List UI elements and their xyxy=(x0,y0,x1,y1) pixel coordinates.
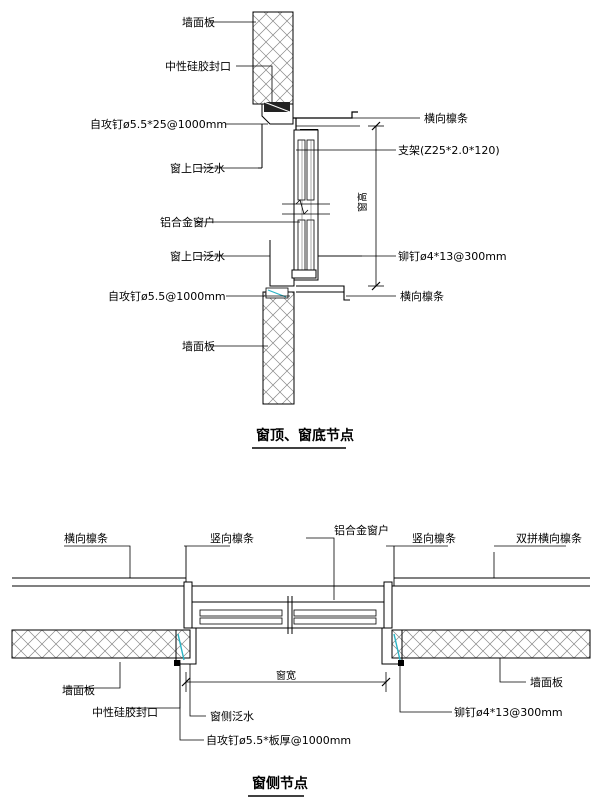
label-horizontal-purlin-left: 横向檩条 xyxy=(64,531,108,545)
purlin-lines xyxy=(12,546,590,587)
label-vertical-purlin-left: 竖向檩条 xyxy=(210,531,254,545)
label-self-tapping-screw-top: 自攻钉ø5.5*25@1000mm xyxy=(90,117,227,131)
aluminium-window-plan xyxy=(191,596,385,634)
label-double-horizontal-purlin: 双拼横向檩条 xyxy=(516,531,582,545)
label-horizontal-purlin-top: 横向檩条 xyxy=(424,111,468,125)
wall-panel-right xyxy=(391,629,591,659)
wall-panel-upper xyxy=(252,11,294,105)
label-neutral-silicone-seal-side: 中性硅胶封口 xyxy=(92,705,158,719)
label-window-head-flashing: 窗上口泛水 xyxy=(170,161,225,175)
top-detail: 窗高 墙面板 中性硅胶封口 自攻钉ø5.5*25@1000mm 窗上口泛水 横向… xyxy=(90,11,507,449)
top-leaders xyxy=(196,21,420,347)
label-horizontal-purlin-bottom: 横向檩条 xyxy=(400,289,444,303)
vertical-purlin-left-section xyxy=(183,581,193,629)
window-width-dimension: 窗宽 xyxy=(181,669,391,692)
horizontal-purlin-bottom xyxy=(296,285,350,301)
wall-panel-left xyxy=(11,629,191,659)
label-rivet: 铆钉ø4*13@300mm xyxy=(398,249,507,263)
label-aluminium-window: 铝合金窗户 xyxy=(160,215,215,229)
label-self-tapping-screw-bottom: 自攻钉ø5.5@1000mm xyxy=(108,289,226,303)
window-height-label: 窗高 xyxy=(356,192,369,212)
label-wall-panel-left: 墙面板 xyxy=(62,683,95,697)
label-neutral-silicone-seal: 中性硅胶封口 xyxy=(165,59,231,73)
aluminium-window-section xyxy=(282,129,330,281)
label-wall-panel-right: 墙面板 xyxy=(530,675,563,689)
vertical-purlin-right-section xyxy=(383,581,393,629)
window-height-dimension: 窗高 xyxy=(356,121,384,291)
side-leaders xyxy=(64,537,566,741)
label-vertical-purlin-right: 竖向檩条 xyxy=(412,531,456,545)
side-flashing-right xyxy=(381,628,403,665)
side-detail-title: 窗侧节点 xyxy=(252,775,308,792)
label-window-sill-flashing: 窗上口泛水 xyxy=(170,249,225,263)
side-detail: 窗宽 横向檩条 竖向檩条 铝合金窗户 竖向檩条 双拼横向檩条 墙面板 中性硅胶封… xyxy=(11,523,591,797)
wall-panel-lower xyxy=(262,291,295,405)
label-bracket: 支架(Z25*2.0*120) xyxy=(398,144,500,157)
label-rivet-side: 铆钉ø4*13@300mm xyxy=(454,705,563,719)
label-self-tapping-screw-side: 自攻钉ø5.5*板厚@1000mm xyxy=(206,733,351,747)
window-width-label: 窗宽 xyxy=(276,669,296,682)
head-flashing-block xyxy=(258,101,294,169)
label-aluminium-window-side: 铝合金窗户 xyxy=(334,523,389,537)
label-window-side-flashing: 窗侧泛水 xyxy=(210,709,254,723)
top-detail-title: 窗顶、窗底节点 xyxy=(256,427,354,444)
sill-flashing xyxy=(269,240,318,287)
side-flashing-left xyxy=(175,628,197,665)
label-wall-panel-top: 墙面板 xyxy=(182,15,215,29)
label-wall-panel-bottom: 墙面板 xyxy=(182,339,215,353)
